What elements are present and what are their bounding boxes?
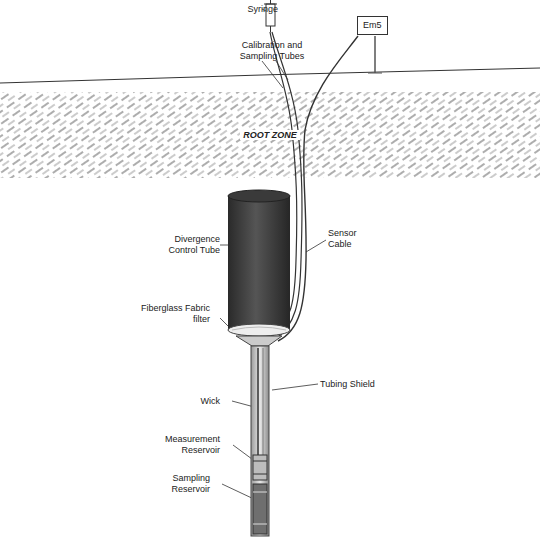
part-label: Fiberglass Fabric filter: [140, 303, 210, 325]
part-label: Calibration and Sampling Tubes: [236, 40, 308, 62]
root-zone-hatch: [0, 92, 540, 178]
wick: [257, 348, 259, 455]
part-label: Divergence Control Tube: [160, 234, 220, 256]
logger-box: Em5: [357, 16, 388, 35]
logger-post: [374, 36, 376, 73]
root-zone-band: ROOT ZONE: [0, 92, 540, 178]
part-label: Wick: [150, 396, 220, 407]
part-label: Measurement Reservoir: [148, 434, 220, 456]
measurement-reservoir: [253, 455, 267, 480]
divergence-control-tube: [228, 190, 290, 336]
funnel: [236, 336, 282, 346]
fiberglass-filter: [228, 324, 290, 336]
tubing-shield: [251, 346, 269, 536]
part-label: Sampling Reservoir: [138, 473, 210, 495]
sampling-reservoir: [253, 484, 267, 534]
node-label: ROOT ZONE: [240, 130, 300, 140]
ground-surface: [0, 68, 540, 83]
part-label: Sensor Cable: [328, 228, 378, 250]
part-label: Syringe: [234, 4, 278, 15]
part-label: Tubing Shield: [320, 379, 390, 390]
logger-post-base: [368, 73, 382, 74]
node-label: Em5: [363, 20, 382, 30]
leader-lines: [220, 9, 326, 500]
